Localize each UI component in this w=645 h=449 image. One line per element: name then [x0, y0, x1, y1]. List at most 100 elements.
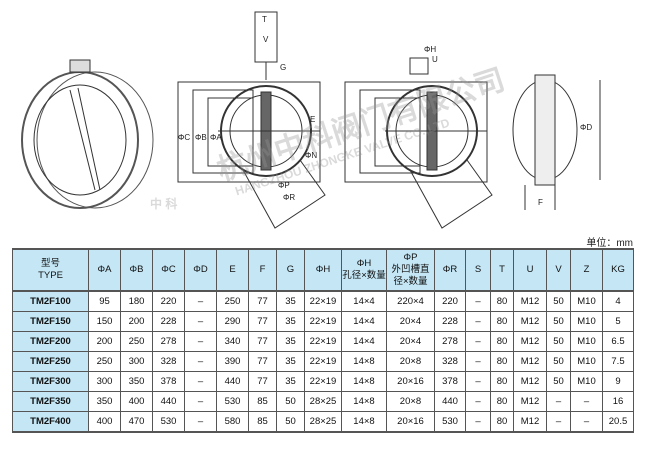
- label-e: E: [310, 115, 315, 124]
- column-header: ΦR: [434, 249, 466, 291]
- column-header: U: [513, 249, 547, 291]
- header-text: TYPE: [38, 270, 63, 281]
- value-cell: 328: [152, 351, 185, 372]
- value-cell: 340: [216, 331, 249, 352]
- column-header: F: [248, 249, 277, 291]
- valve-3d-view: [21, 59, 154, 209]
- label-t: T: [262, 15, 267, 24]
- value-cell: M10: [570, 351, 603, 372]
- label-c: ΦC: [178, 133, 190, 142]
- value-cell: 440: [434, 391, 466, 412]
- header-text: ΦP: [403, 252, 418, 263]
- header-text: 型号: [40, 258, 60, 269]
- header-text: ΦD: [193, 264, 208, 275]
- value-cell: 440: [152, 391, 185, 412]
- value-cell: 200: [88, 331, 121, 352]
- value-cell: 350: [120, 371, 153, 392]
- column-header: T: [490, 249, 514, 291]
- value-cell: 22×19: [304, 371, 342, 392]
- value-cell: 77: [248, 311, 277, 332]
- value-cell: 400: [88, 411, 121, 433]
- value-cell: 50: [276, 391, 305, 412]
- value-cell: 300: [120, 351, 153, 372]
- value-cell: 5: [602, 311, 634, 332]
- value-cell: 50: [276, 411, 305, 433]
- value-cell: 328: [434, 351, 466, 372]
- value-cell: 35: [276, 291, 305, 312]
- value-cell: M10: [570, 371, 603, 392]
- value-cell: M10: [570, 331, 603, 352]
- model-cell: TM2F200: [12, 331, 89, 352]
- value-cell: 14×4: [341, 291, 387, 312]
- value-cell: –: [465, 291, 491, 312]
- header-text: KG: [611, 264, 625, 275]
- value-cell: –: [465, 311, 491, 332]
- value-cell: –: [570, 391, 603, 412]
- value-cell: 228: [434, 311, 466, 332]
- header-text: G: [286, 264, 295, 275]
- value-cell: 16: [602, 391, 634, 412]
- column-header: ΦD: [184, 249, 217, 291]
- value-cell: 14×8: [341, 391, 387, 412]
- value-cell: 22×19: [304, 331, 342, 352]
- value-cell: 50: [546, 291, 571, 312]
- value-cell: –: [546, 391, 571, 412]
- value-cell: 180: [120, 291, 153, 312]
- label-a: ΦA: [210, 133, 222, 142]
- value-cell: 150: [88, 311, 121, 332]
- value-cell: M10: [570, 311, 603, 332]
- value-cell: 22×19: [304, 291, 342, 312]
- header-text: S: [474, 264, 482, 275]
- value-cell: 278: [434, 331, 466, 352]
- value-cell: 4: [602, 291, 634, 312]
- column-header: V: [546, 249, 571, 291]
- label-v: V: [263, 35, 269, 44]
- header-text: ΦR: [442, 264, 458, 275]
- header-text: ΦC: [161, 264, 176, 275]
- value-cell: 28×25: [304, 391, 342, 412]
- header-text: E: [229, 264, 236, 275]
- value-cell: 6.5: [602, 331, 634, 352]
- model-cell: TM2F250: [12, 351, 89, 372]
- header-text: ΦH: [315, 264, 331, 275]
- header-text: ΦA: [97, 264, 112, 275]
- value-cell: 378: [434, 371, 466, 392]
- header-text: ΦH: [356, 258, 372, 269]
- value-cell: 35: [276, 311, 305, 332]
- column-header: KG: [602, 249, 634, 291]
- header-text: ΦB: [129, 264, 144, 275]
- model-cell: TM2F150: [12, 311, 89, 332]
- value-cell: 14×8: [341, 351, 387, 372]
- value-cell: 580: [216, 411, 249, 433]
- value-cell: –: [465, 411, 491, 433]
- model-cell: TM2F400: [12, 411, 89, 433]
- value-cell: 278: [152, 331, 185, 352]
- label-g: G: [280, 63, 286, 72]
- value-cell: 300: [88, 371, 121, 392]
- header-text: T: [499, 264, 505, 275]
- value-cell: –: [546, 411, 571, 433]
- model-cell: TM2F300: [12, 371, 89, 392]
- value-cell: –: [184, 351, 217, 372]
- label-h: ΦH: [424, 45, 436, 54]
- value-cell: 50: [546, 331, 571, 352]
- value-cell: –: [465, 331, 491, 352]
- value-cell: –: [184, 311, 217, 332]
- value-cell: M12: [513, 391, 547, 412]
- value-cell: 14×4: [341, 311, 387, 332]
- value-cell: 9: [602, 371, 634, 392]
- header-text: F: [259, 264, 266, 275]
- value-cell: 20×8: [386, 391, 435, 412]
- value-cell: 20.5: [602, 411, 634, 433]
- value-cell: M12: [513, 311, 547, 332]
- value-cell: 228: [152, 311, 185, 332]
